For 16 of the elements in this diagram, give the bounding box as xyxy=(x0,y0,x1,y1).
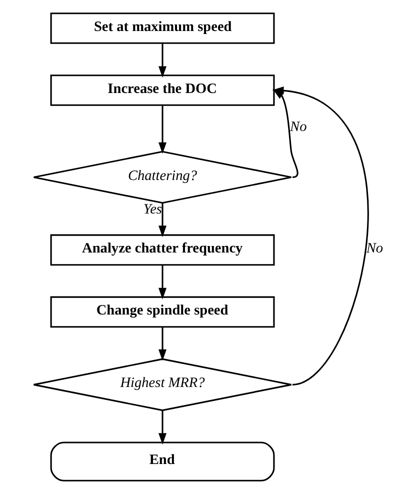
node-box: Increase the DOC xyxy=(50,74,274,106)
node-box: Analyze chatter frequency xyxy=(50,234,274,266)
arrow xyxy=(158,265,166,300)
edge-label: No xyxy=(366,240,383,256)
node-diamond: Chattering? xyxy=(32,150,292,204)
arrow xyxy=(158,105,166,154)
edge-label: No xyxy=(290,118,306,135)
node-box: Change spindle speed xyxy=(50,296,274,328)
arrow xyxy=(158,327,166,361)
edge-label: Yes xyxy=(142,202,162,218)
node-box: End xyxy=(50,442,274,482)
arrow xyxy=(158,43,166,78)
arrow xyxy=(158,203,166,238)
arrow xyxy=(158,410,166,445)
node-diamond: Highest MRR? xyxy=(32,358,292,412)
node-box: Set at maximum speed xyxy=(50,12,274,44)
